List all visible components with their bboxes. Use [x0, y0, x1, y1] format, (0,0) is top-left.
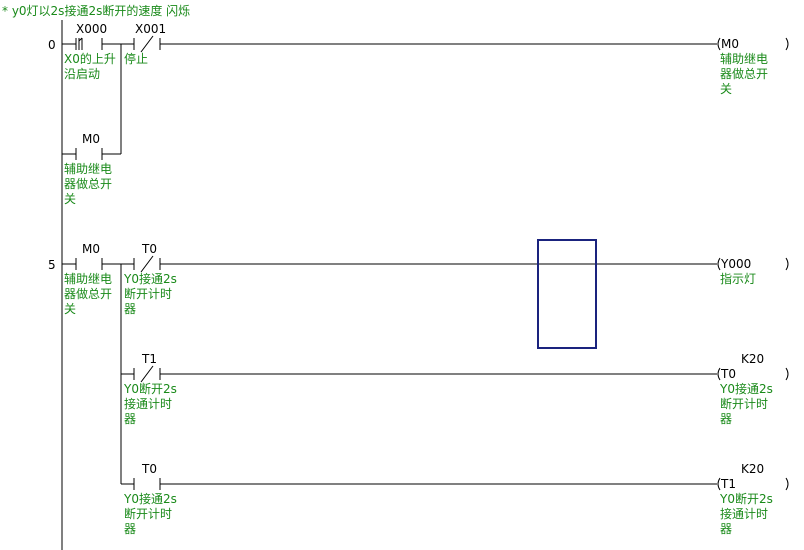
- coil-address: M0: [721, 37, 739, 51]
- timer-preset: K20: [741, 462, 764, 476]
- contact-comment: 接通计时: [124, 396, 172, 411]
- contact-address: X001: [135, 22, 166, 36]
- coil-comment: 断开计时: [720, 396, 768, 411]
- step-number-5: 5: [48, 258, 56, 272]
- coil-comment: 器做总开: [720, 66, 768, 81]
- contact-address: T0: [141, 242, 157, 256]
- contact-comment: Y0接通2s: [123, 491, 177, 506]
- contact-address: T0: [141, 462, 157, 476]
- contact-comment: 停止: [124, 51, 148, 66]
- coil-comment: Y0断开2s: [719, 491, 773, 506]
- contact-comment: 器做总开: [64, 176, 112, 191]
- coil-comment: 接通计时: [720, 506, 768, 521]
- coil-y000[interactable]: Y000 指示灯: [717, 257, 789, 286]
- contact-m0-normally-open[interactable]: M0 辅助继电 器做总开 关: [64, 242, 112, 316]
- coil-t0-timer[interactable]: K20 T0 Y0接通2s 断开计时 器: [717, 352, 789, 426]
- contact-x000-rising-edge[interactable]: X000 X0的上升 沿启动: [64, 22, 116, 81]
- coil-address: Y000: [720, 257, 751, 271]
- contact-t1-normally-closed[interactable]: T1 Y0断开2s 接通计时 器: [123, 352, 177, 426]
- contact-comment: 辅助继电: [64, 272, 112, 286]
- coil-t1-timer[interactable]: K20 T1 Y0断开2s 接通计时 器: [717, 462, 789, 536]
- editor-cursor[interactable]: [537, 239, 597, 349]
- program-comment: * y0灯以2s接通2s断开的速度 闪烁: [2, 3, 190, 18]
- contact-comment: 器: [124, 302, 136, 316]
- contact-comment: 断开计时: [124, 286, 172, 301]
- contact-comment: 辅助继电: [64, 162, 112, 176]
- timer-preset: K20: [741, 352, 764, 366]
- contact-comment: 断开计时: [124, 506, 172, 521]
- contact-comment: 沿启动: [64, 67, 100, 81]
- coil-comment: 关: [720, 82, 732, 96]
- contact-address: X000: [76, 22, 107, 36]
- coil-address: T1: [720, 477, 736, 491]
- contact-x001-normally-closed[interactable]: X001 停止: [124, 22, 166, 66]
- rung-5[interactable]: M0 辅助继电 器做总开 关 T0 Y0接通2s 断开计时 器 T1 Y0断开2…: [62, 242, 789, 536]
- contact-comment: 关: [64, 192, 76, 206]
- contact-m0-normally-open[interactable]: M0 辅助继电 器做总开 关: [64, 132, 112, 206]
- contact-address: T1: [141, 352, 157, 366]
- coil-m0[interactable]: M0 辅助继电 器做总开 关: [717, 37, 789, 96]
- contact-t0-normally-open[interactable]: T0 Y0接通2s 断开计时 器: [123, 462, 177, 536]
- coil-comment: 辅助继电: [720, 52, 768, 66]
- contact-comment: X0的上升: [64, 51, 116, 66]
- contact-address: M0: [82, 132, 100, 146]
- rung-0[interactable]: X000 X0的上升 沿启动 X001 停止 M0 辅助继电 器做总开 关 M0…: [62, 22, 789, 206]
- coil-comment: Y0接通2s: [719, 381, 773, 396]
- contact-comment: 器: [124, 412, 136, 426]
- coil-comment: 指示灯: [720, 271, 756, 286]
- contact-comment: Y0接通2s: [123, 271, 177, 286]
- contact-comment: 器做总开: [64, 286, 112, 301]
- contact-comment: Y0断开2s: [123, 381, 177, 396]
- contact-address: M0: [82, 242, 100, 256]
- coil-address: T0: [720, 367, 736, 381]
- step-number-0: 0: [48, 38, 56, 52]
- contact-comment: 关: [64, 302, 76, 316]
- coil-comment: 器: [720, 412, 732, 426]
- contact-comment: 器: [124, 522, 136, 536]
- contact-t0-normally-closed[interactable]: T0 Y0接通2s 断开计时 器: [123, 242, 177, 316]
- coil-comment: 器: [720, 522, 732, 536]
